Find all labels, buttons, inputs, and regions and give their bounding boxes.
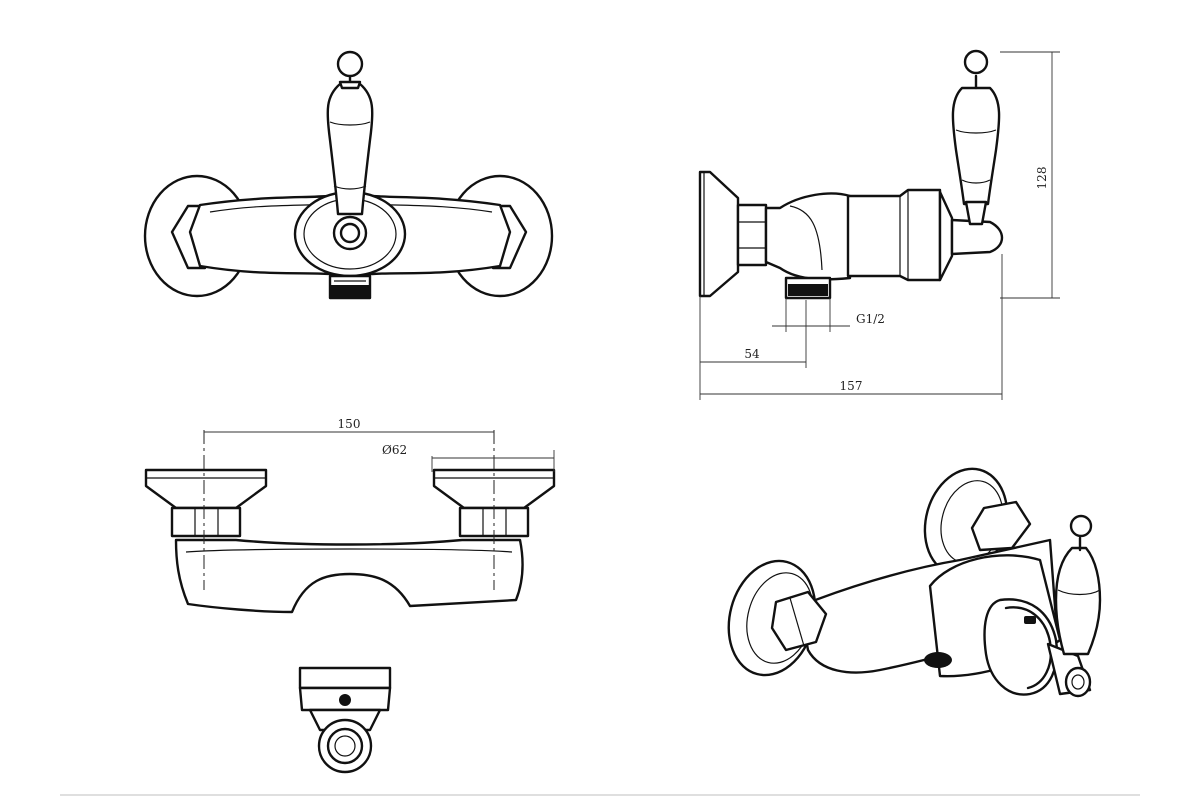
plan-view xyxy=(144,430,556,614)
side-view xyxy=(698,49,1060,400)
dim-center-distance: 150 xyxy=(338,417,361,431)
dim-thread: G1/2 xyxy=(856,312,885,326)
isometric-view xyxy=(727,467,1102,698)
dim-wall-offset: 54 xyxy=(744,347,760,361)
dim-height: 128 xyxy=(1035,167,1049,190)
outlet-detail xyxy=(298,666,392,774)
front-view xyxy=(143,50,554,300)
dim-total-depth: 157 xyxy=(840,379,863,393)
dim-flange-diameter: Ø62 xyxy=(382,443,407,457)
